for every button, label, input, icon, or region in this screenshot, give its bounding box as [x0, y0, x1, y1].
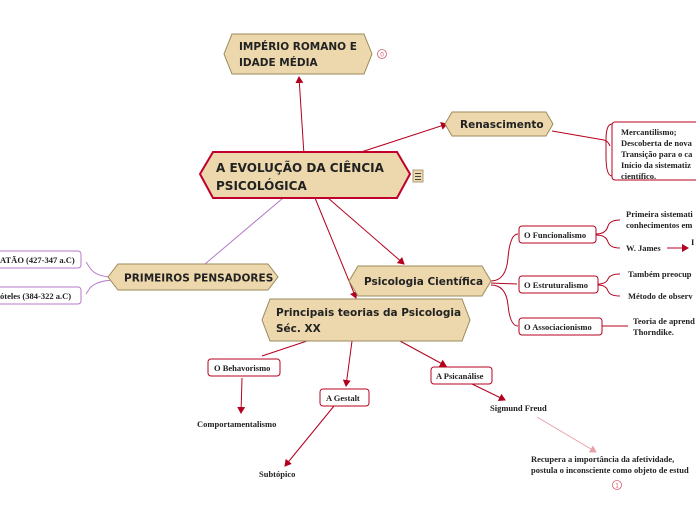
renascimento-note-line3: Transição para o ca	[621, 149, 693, 159]
pensadores-item1-label: ATÃO (427-347 a.C)	[0, 255, 75, 265]
funcionalismo-label: O Funcionalismo	[524, 230, 586, 240]
root-title-line2: PSICOLÓGICA	[216, 178, 307, 193]
imperio-line1: IMPÉRIO ROMANO E	[239, 40, 357, 53]
connector-gestalt-child	[284, 405, 335, 467]
node-associacionismo[interactable]: O Associacionismo	[518, 317, 603, 336]
connector-behaviorismo-child	[237, 377, 246, 414]
pensadores-item-platao[interactable]: ATÃO (427-347 a.C)	[0, 250, 82, 269]
teorias-line2: Séc. XX	[276, 323, 321, 335]
connector-func-sub2	[595, 234, 621, 249]
func-sub2-tail[interactable]: I	[691, 237, 695, 247]
connector-func-sub1	[595, 219, 621, 235]
connector-teorias-behaviorismo	[261, 340, 308, 357]
renascimento-note-line5: científico.	[621, 171, 656, 181]
topic-pensadores[interactable]: PRIMEIROS PENSADORES	[107, 263, 279, 291]
topic-teorias[interactable]: Principais teorias da Psicologia Séc. XX	[261, 298, 471, 342]
connector-root-cientifica	[327, 197, 405, 265]
cientifica-label: Psicologia Científica	[364, 276, 483, 288]
connector-cientifica-associacionismo	[490, 284, 519, 327]
node-behaviorismo[interactable]: O Behavorismo	[207, 358, 281, 377]
connector-freud-note	[536, 416, 597, 453]
renascimento-note[interactable]: Mercantilismo; Descoberta de nova Transi…	[611, 121, 696, 181]
imperio-collapsed-badge[interactable]: 0	[377, 49, 387, 59]
topic-cientifica[interactable]: Psicologia Científica	[348, 265, 492, 297]
renascimento-label: Renascimento	[460, 119, 544, 131]
assoc-sub1-line2: Thorndike.	[633, 327, 674, 337]
connector-teorias-psicanalise	[399, 340, 447, 367]
freud-note-collapsed-badge[interactable]: 1	[612, 480, 622, 490]
associacionismo-label: O Associacionismo	[524, 322, 592, 332]
renascimento-note-line1: Mercantilismo;	[621, 127, 677, 137]
node-gestalt[interactable]: A Gestalt	[319, 388, 370, 407]
func-sub1-line1: Primeira sistemati	[626, 209, 693, 219]
connector-estr-sub1	[597, 273, 621, 285]
gestalt-label: A Gestalt	[326, 393, 360, 403]
assoc-sub1[interactable]: Teoria de aprend Thorndike.	[633, 316, 695, 337]
func-sub1-line2: conhecimentos em	[626, 220, 692, 230]
connector-teorias-gestalt	[342, 340, 353, 387]
estruturalismo-label: O Estruturalismo	[524, 280, 588, 290]
estr-sub1[interactable]: Também preocup	[628, 269, 692, 279]
psicanalise-label: A Psicanálise	[436, 371, 484, 381]
freud-note-collapsed-count: 1	[615, 483, 619, 490]
node-psicanalise[interactable]: A Psicanálise	[430, 366, 493, 385]
behaviorismo-child[interactable]: Comportamentalismo	[197, 419, 276, 429]
psicanalise-child-freud[interactable]: Sigmund Freud	[490, 403, 547, 413]
connector-pensadores-item1	[85, 261, 114, 278]
pensadores-item2-label: óteles (384-322 a.C)	[0, 291, 71, 301]
renascimento-note-line4: Início da sistematiz	[621, 160, 691, 170]
connector-renascimento-note	[551, 130, 611, 147]
list-icon[interactable]	[412, 169, 424, 183]
behaviorismo-label: O Behavorismo	[214, 363, 270, 373]
connector-root-renascimento	[351, 122, 448, 156]
root-topic[interactable]: A EVOLUÇÃO DA CIÊNCIA PSICOLÓGICA	[198, 151, 412, 199]
func-sub2-wjames[interactable]: W. James	[626, 243, 661, 253]
func-sub1[interactable]: Primeira sistemati conhecimentos em	[626, 209, 693, 230]
freud-note-line2: postula o inconsciente como objeto de es…	[531, 465, 689, 475]
pensadores-item-aristoteles[interactable]: óteles (384-322 a.C)	[0, 286, 82, 305]
estr-sub2[interactable]: Método de observ	[628, 291, 693, 301]
gestalt-child[interactable]: Subtópico	[259, 469, 295, 479]
connector-estr-sub2	[597, 284, 621, 297]
renascimento-note-line2: Descoberta de nova	[621, 138, 693, 148]
freud-note[interactable]: Recupera a importância da afetividade, p…	[531, 454, 689, 475]
connectors	[85, 76, 689, 467]
node-estruturalismo[interactable]: O Estruturalismo	[518, 275, 599, 294]
connector-cientifica-funcionalismo	[490, 233, 519, 282]
topic-renascimento[interactable]: Renascimento	[444, 111, 554, 137]
assoc-sub1-line1: Teoria de aprend	[633, 316, 695, 326]
connector-root-pensadores	[204, 197, 284, 265]
connector-note-bracket	[605, 123, 613, 177]
connector-cientifica-estruturalismo	[490, 282, 518, 285]
imperio-line2: IDADE MÉDIA	[239, 56, 319, 69]
connector-psicanalise-child	[469, 382, 506, 401]
pensadores-label: PRIMEIROS PENSADORES	[124, 273, 273, 285]
connector-pensadores-item2	[85, 279, 114, 295]
node-funcionalismo[interactable]: O Funcionalismo	[518, 225, 597, 244]
connector-root-imperio	[295, 76, 305, 156]
imperio-collapsed-count: 0	[380, 52, 384, 59]
teorias-line1: Principais teorias da Psicologia	[276, 307, 461, 319]
root-title-line1: A EVOLUÇÃO DA CIÊNCIA	[216, 160, 385, 175]
freud-note-line1: Recupera a importância da afetividade,	[531, 454, 674, 464]
topic-imperio[interactable]: IMPÉRIO ROMANO E IDADE MÉDIA	[223, 33, 373, 75]
